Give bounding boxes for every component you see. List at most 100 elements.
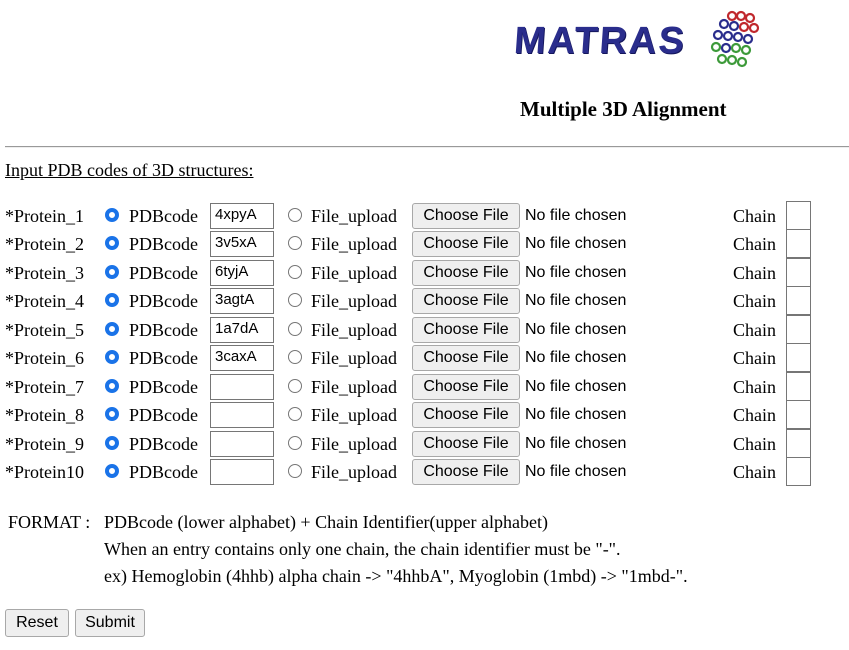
pdbcode-radio[interactable] xyxy=(105,379,119,393)
logo-wordmark: MATRAS xyxy=(512,20,688,62)
protein-label: *Protein_3 xyxy=(5,263,84,283)
divider xyxy=(5,146,849,148)
file-upload-option-label: File_upload xyxy=(311,291,397,311)
file-upload-radio[interactable] xyxy=(288,464,302,478)
file-upload-radio[interactable] xyxy=(288,407,302,421)
file-upload-radio[interactable] xyxy=(288,350,302,364)
pdbcode-radio[interactable] xyxy=(105,293,119,307)
file-status-text: No file chosen xyxy=(525,321,627,338)
pdbcode-option-label: PDBcode xyxy=(129,462,198,482)
file-upload-radio[interactable] xyxy=(288,436,302,450)
chain-input[interactable] xyxy=(786,229,811,258)
pdbcode-radio[interactable] xyxy=(105,350,119,364)
file-upload-radio[interactable] xyxy=(288,236,302,250)
chain-input[interactable] xyxy=(786,343,811,372)
file-status-text: No file chosen xyxy=(525,406,627,423)
choose-file-button[interactable]: Choose File xyxy=(412,260,520,286)
file-upload-option-label: File_upload xyxy=(311,434,397,454)
choose-file-button[interactable]: Choose File xyxy=(412,203,520,229)
pdbcode-radio[interactable] xyxy=(105,436,119,450)
choose-file-button[interactable]: Choose File xyxy=(412,431,520,457)
pdbcode-radio[interactable] xyxy=(105,407,119,421)
format-line-3: ex) Hemoglobin (4hhb) alpha chain -> "4h… xyxy=(104,566,688,586)
chain-label: Chain xyxy=(733,320,776,340)
pdbcode-input[interactable]: 1a7dA xyxy=(210,317,274,343)
pdbcode-option-label: PDBcode xyxy=(129,291,198,311)
file-upload-radio[interactable] xyxy=(288,379,302,393)
pdbcode-input[interactable] xyxy=(210,431,274,457)
pdbcode-option-label: PDBcode xyxy=(129,320,198,340)
protein-label: *Protein_7 xyxy=(5,377,84,397)
file-status-text: No file chosen xyxy=(525,235,627,252)
chain-input[interactable] xyxy=(786,372,811,401)
protein-row: *Protein_4 PDBcode 3agtA File_upload Choose … xyxy=(0,286,849,316)
file-status-text: No file chosen xyxy=(525,378,627,395)
protein-label: *Protein_4 xyxy=(5,291,84,311)
choose-file-button[interactable]: Choose File xyxy=(412,374,520,400)
file-upload-radio[interactable] xyxy=(288,208,302,222)
chain-label: Chain xyxy=(733,234,776,254)
file-status-text: No file chosen xyxy=(525,435,627,452)
pdbcode-radio[interactable] xyxy=(105,322,119,336)
file-status-text: No file chosen xyxy=(525,292,627,309)
submit-button[interactable]: Submit xyxy=(75,609,145,637)
protein-label: *Protein10 xyxy=(5,462,84,482)
chain-input[interactable] xyxy=(786,315,811,344)
pdbcode-option-label: PDBcode xyxy=(129,434,198,454)
chain-label: Chain xyxy=(733,291,776,311)
pdbcode-input[interactable]: 4xpyA xyxy=(210,203,274,229)
molecule-icon xyxy=(710,10,760,68)
chain-label: Chain xyxy=(733,263,776,283)
reset-button[interactable]: Reset xyxy=(5,609,69,637)
file-status-text: No file chosen xyxy=(525,207,627,224)
pdbcode-radio[interactable] xyxy=(105,464,119,478)
chain-input[interactable] xyxy=(786,457,811,486)
chain-input[interactable] xyxy=(786,201,811,230)
pdbcode-radio[interactable] xyxy=(105,265,119,279)
choose-file-button[interactable]: Choose File xyxy=(412,402,520,428)
chain-input[interactable] xyxy=(786,286,811,315)
pdbcode-input[interactable]: 3caxA xyxy=(210,345,274,371)
pdbcode-option-label: PDBcode xyxy=(129,234,198,254)
file-upload-radio[interactable] xyxy=(288,293,302,307)
file-upload-radio[interactable] xyxy=(288,322,302,336)
choose-file-button[interactable]: Choose File xyxy=(412,345,520,371)
chain-input[interactable] xyxy=(786,400,811,429)
section-heading: Input PDB codes of 3D structures: xyxy=(5,160,254,180)
protein-label: *Protein_9 xyxy=(5,434,84,454)
choose-file-button[interactable]: Choose File xyxy=(412,459,520,485)
pdbcode-radio[interactable] xyxy=(105,236,119,250)
chain-input[interactable] xyxy=(786,258,811,287)
format-line-1: PDBcode (lower alphabet) + Chain Identif… xyxy=(104,512,548,532)
file-status-text: No file chosen xyxy=(525,349,627,366)
pdbcode-input[interactable]: 3v5xA xyxy=(210,231,274,257)
pdbcode-input[interactable]: 3agtA xyxy=(210,288,274,314)
choose-file-button[interactable]: Choose File xyxy=(412,231,520,257)
format-line-2: When an entry contains only one chain, t… xyxy=(104,539,621,559)
pdbcode-radio[interactable] xyxy=(105,208,119,222)
chain-input[interactable] xyxy=(786,429,811,458)
choose-file-button[interactable]: Choose File xyxy=(412,317,520,343)
matras-logo: MATRAS xyxy=(512,10,764,74)
pdbcode-input[interactable] xyxy=(210,374,274,400)
file-status-text: No file chosen xyxy=(525,264,627,281)
file-upload-option-label: File_upload xyxy=(311,206,397,226)
pdbcode-input[interactable]: 6tyjA xyxy=(210,260,274,286)
chain-label: Chain xyxy=(733,348,776,368)
file-upload-option-label: File_upload xyxy=(311,377,397,397)
page-subtitle: Multiple 3D Alignment xyxy=(520,97,727,121)
pdbcode-option-label: PDBcode xyxy=(129,206,198,226)
pdbcode-input[interactable] xyxy=(210,402,274,428)
pdbcode-input[interactable] xyxy=(210,459,274,485)
chain-label: Chain xyxy=(733,377,776,397)
choose-file-button[interactable]: Choose File xyxy=(412,288,520,314)
chain-label: Chain xyxy=(733,206,776,226)
pdbcode-option-label: PDBcode xyxy=(129,348,198,368)
file-upload-radio[interactable] xyxy=(288,265,302,279)
